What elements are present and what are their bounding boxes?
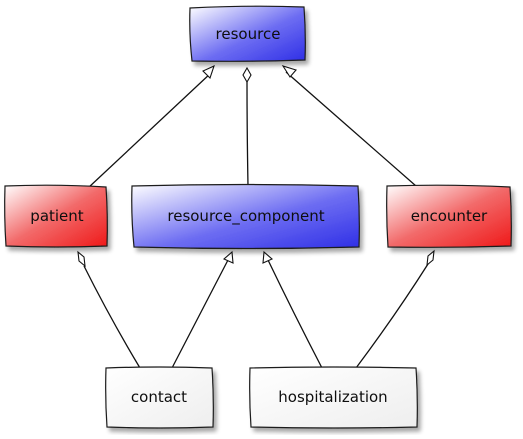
node-patient-label: patient [30, 207, 83, 225]
open-triangle-icon [281, 65, 297, 78]
nodes-layer: resource patient resource_component enco… [4, 5, 512, 429]
node-patient[interactable]: patient [4, 184, 108, 248]
edge-resource-component-resource [242, 66, 252, 187]
edge-contact-resource-component [171, 250, 234, 369]
edge-encounter-resource [281, 65, 417, 187]
open-diamond-icon [426, 249, 435, 267]
open-triangle-icon [262, 250, 274, 264]
node-contact[interactable]: contact [105, 366, 214, 429]
edges-layer [77, 64, 435, 369]
node-hospitalization-label: hospitalization [278, 388, 387, 406]
node-encounter[interactable]: encounter [386, 184, 512, 248]
open-triangle-icon [222, 250, 234, 264]
open-diamond-icon [77, 250, 86, 268]
node-contact-label: contact [131, 388, 187, 406]
node-resource-label: resource [216, 25, 281, 43]
edge-hospitalization-resource-component [262, 250, 323, 369]
edge-hospitalization-encounter [355, 249, 435, 369]
node-hospitalization[interactable]: hospitalization [249, 366, 418, 429]
node-resource[interactable]: resource [189, 5, 306, 62]
node-resource-component[interactable]: resource_component [131, 183, 360, 250]
node-resource-component-label: resource_component [167, 207, 324, 226]
edge-patient-resource [87, 64, 215, 189]
edge-contact-patient [77, 250, 141, 369]
open-triangle-icon [202, 64, 215, 80]
open-diamond-icon [242, 66, 252, 84]
node-encounter-label: encounter [411, 207, 488, 225]
